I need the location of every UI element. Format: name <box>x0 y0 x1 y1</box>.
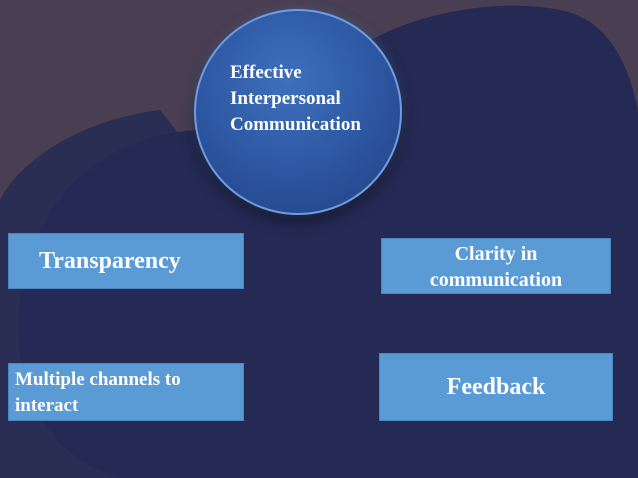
node-feedback: Feedback <box>379 353 613 421</box>
node-transparency: Transparency <box>8 233 244 289</box>
node-multiple-line-2: interact <box>15 395 79 416</box>
node-multiple-channels: Multiple channels to interact <box>8 363 244 421</box>
node-clarity-line-1: Clarity in <box>454 243 538 265</box>
node-clarity: Clarity in communication <box>381 238 611 294</box>
node-clarity-line-2: communication <box>429 269 563 291</box>
node-feedback-label: Feedback <box>446 374 546 400</box>
node-multiple-line-1: Multiple channels to <box>15 369 181 390</box>
hub-label: Effective Interpersonal Communication <box>230 62 361 135</box>
hub-circle <box>194 9 402 215</box>
node-transparency-label: Transparency <box>39 248 181 274</box>
